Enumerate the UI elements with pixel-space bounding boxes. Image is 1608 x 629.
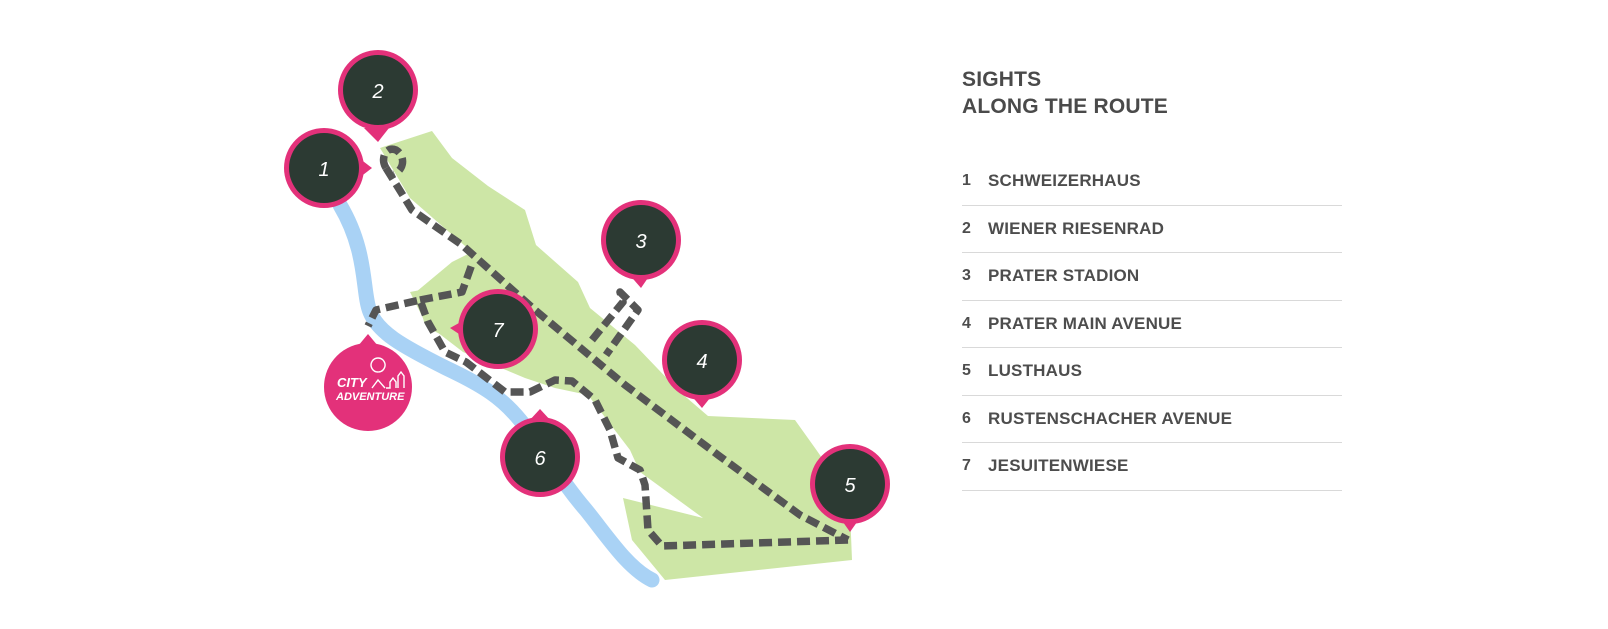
sight-marker-1[interactable]: 1 <box>284 128 372 208</box>
sight-item-prater-main-avenue[interactable]: 4 PRATER MAIN AVENUE <box>962 301 1342 348</box>
route-riesenrad-loop <box>379 145 407 178</box>
ferris-wheel-icon <box>370 357 386 389</box>
sight-marker-7-number: 7 <box>492 320 504 342</box>
sight-item-prater-stadion[interactable]: 3 PRATER STADION <box>962 253 1342 301</box>
route-jesuitenwiese-link <box>419 262 476 304</box>
sight-name: PRATER STADION <box>988 266 1140 286</box>
sight-item-jesuitenwiese[interactable]: 7 JESUITENWIESE <box>962 443 1342 491</box>
city-adventure-start-marker[interactable]: CITY ADVENTURE <box>324 334 412 431</box>
sight-marker-6-number: 6 <box>534 448 546 470</box>
danube-canal <box>332 197 660 588</box>
sight-number: 2 <box>962 219 972 237</box>
sight-marker-5-number: 5 <box>844 475 856 497</box>
sight-name: JESUITENWIESE <box>988 456 1129 476</box>
sight-marker-6[interactable]: 6 <box>500 409 580 497</box>
city-adventure-logo: CITY ADVENTURE <box>335 357 405 403</box>
sight-name: RUSTENSCHACHER AVENUE <box>988 408 1233 428</box>
heading-line-1: SIGHTS <box>962 68 1042 91</box>
sight-marker-2-number: 2 <box>371 81 383 103</box>
sight-number: 3 <box>962 267 972 285</box>
sight-marker-3[interactable]: 3 <box>601 200 681 288</box>
logo-line-2: ADVENTURE <box>335 391 405 403</box>
sight-marker-3-number: 3 <box>635 231 646 253</box>
route-main-avenue <box>382 166 850 544</box>
sights-heading: SIGHTS ALONG THE ROUTE <box>962 66 1342 120</box>
sight-item-lusthaus[interactable]: 5 LUSTHAUS <box>962 348 1342 396</box>
heading-line-2: ALONG THE ROUTE <box>962 95 1168 118</box>
sight-number: 5 <box>962 362 972 380</box>
sight-name: LUSTHAUS <box>988 361 1083 381</box>
walking-route <box>364 145 850 550</box>
sight-item-wiener-riesenrad[interactable]: 2 WIENER RIESENRAD <box>962 206 1342 253</box>
sight-item-schweizerhaus[interactable]: 1 SCHWEIZERHAUS <box>962 158 1342 206</box>
sight-marker-2[interactable]: 2 <box>338 50 418 142</box>
skyline-icon <box>386 370 405 389</box>
sight-markers: 1 2 3 4 5 6 <box>284 50 890 532</box>
sight-number: 6 <box>962 409 972 427</box>
sight-marker-5[interactable]: 5 <box>810 444 890 532</box>
sight-name: WIENER RIESENRAD <box>988 218 1165 238</box>
sight-item-rustenschacher-avenue[interactable]: 6 RUSTENSCHACHER AVENUE <box>962 396 1342 443</box>
sight-name: PRATER MAIN AVENUE <box>988 313 1183 333</box>
sight-number: 1 <box>962 172 972 190</box>
sight-marker-4-number: 4 <box>696 351 707 373</box>
sight-marker-4[interactable]: 4 <box>662 320 742 408</box>
logo-line-1: CITY <box>337 375 368 390</box>
sight-number: 7 <box>962 457 972 475</box>
sight-name: SCHWEIZERHAUS <box>988 171 1141 191</box>
sight-number: 4 <box>962 314 972 332</box>
route-stadium-spur <box>589 288 642 358</box>
sight-marker-1-number: 1 <box>318 159 329 181</box>
sight-marker-7[interactable]: 7 <box>450 289 538 369</box>
